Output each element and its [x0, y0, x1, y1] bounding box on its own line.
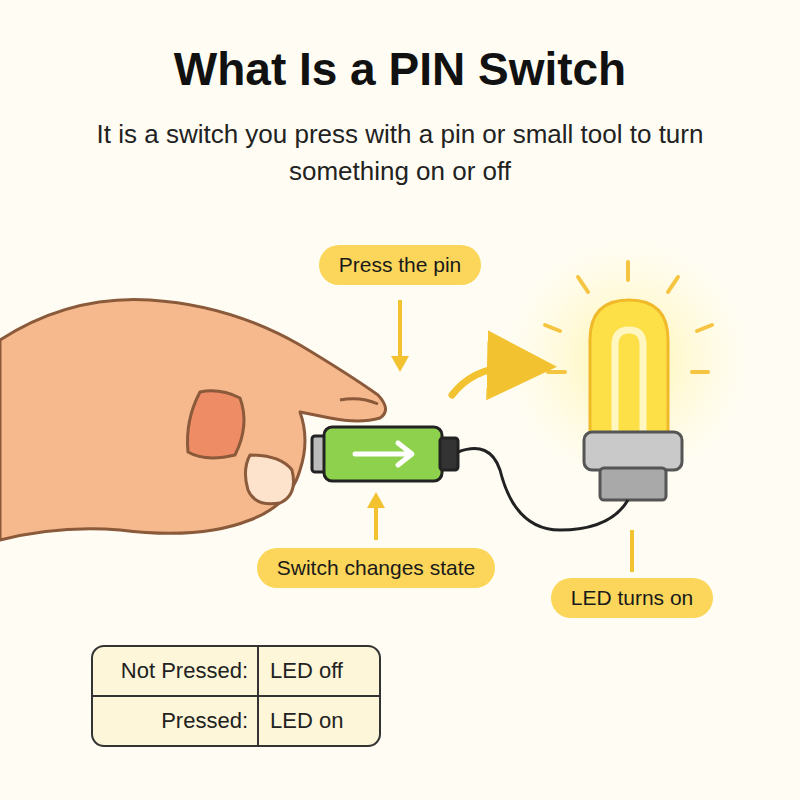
switch-body	[324, 427, 442, 481]
table-rule	[257, 646, 259, 746]
table-cell: Not Pressed:	[121, 658, 248, 684]
table-cell: LED off	[270, 658, 343, 684]
table-cell: Pressed:	[161, 708, 248, 734]
bulb-base	[584, 432, 682, 470]
table-rule	[92, 695, 380, 697]
switch-arrow	[355, 443, 412, 465]
title: What Is a PIN Switch	[0, 42, 800, 96]
callout-text: LED turns on	[571, 586, 694, 609]
table-cell: LED on	[270, 708, 343, 734]
hand	[0, 300, 386, 541]
callout-pill: LED turns on	[551, 578, 714, 618]
caption: It is a switch you press with a pin or s…	[60, 116, 740, 190]
callout-pill: Press the pin	[319, 245, 482, 285]
callout-text: Switch changes state	[277, 556, 475, 579]
switch-end	[440, 438, 458, 470]
bulb-glow	[508, 240, 748, 480]
bulb-glass	[590, 300, 668, 438]
bulb-filament	[615, 330, 643, 432]
bulb-socket	[600, 468, 666, 500]
callout-pill: Switch changes state	[257, 548, 495, 588]
wire	[458, 449, 628, 530]
curved-arrow	[452, 366, 522, 395]
state-table	[92, 646, 380, 746]
callout-text: Press the pin	[339, 253, 462, 276]
